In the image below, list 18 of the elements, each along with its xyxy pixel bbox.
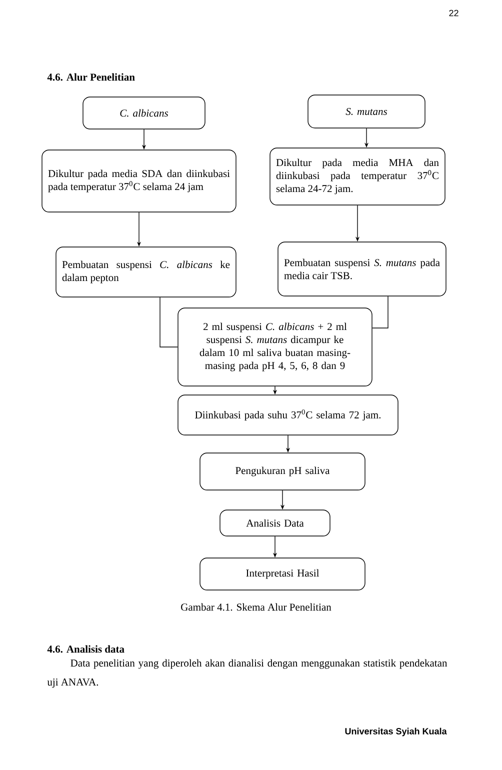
section-heading: 4.6. Alur Penelitian [47, 73, 135, 81]
process-box: Pembuatan suspensi S. mutans pada media cair TSB. [278, 242, 446, 296]
process-box: C. albicans [82, 96, 206, 130]
process-box: 2 ml suspensi C. albicans + 2 ml suspensi S. mutans dicampur ke dalam 10 ml saliva buatan masing-masing pada pH 4, 5, 6, 8 dan 9 [178, 308, 372, 386]
process-box: Pembuatan suspensi C. albicans ke dalam pepton [56, 246, 236, 298]
process-box: Diinkubasi pada suhu 37$^{0}$C selama 72 jam. [178, 394, 398, 436]
process-box: Analisis Data [220, 510, 330, 536]
process-box: Dikultur pada media MHA dan diinkubasi pada temperatur 37$^{0}$C selama 24-72 jam. [270, 148, 446, 206]
paragraph: Data penelitian yang diperoleh akan dianalisi dengan menggunakan statistik pendekatan uji ANAVA. [47, 659, 448, 688]
footer-text: Universitas Syiah Kuala [345, 728, 447, 736]
figure-caption: Gambar 4.1. Skema Alur Penelitian [181, 603, 332, 611]
section-heading: 4.6. Analisis data [47, 645, 124, 653]
arrow [372, 296, 388, 328]
process-box: Pengukuran pH saliva [200, 452, 366, 490]
process-box: Dikultur pada media SDA dan diinkubasi pada temperatur 37$^{0}$C selama 24 jam [42, 150, 236, 212]
process-box: Interpretasi Hasil [200, 558, 366, 590]
page-number: 22 [449, 10, 458, 16]
process-box: S. mutans [308, 94, 426, 128]
